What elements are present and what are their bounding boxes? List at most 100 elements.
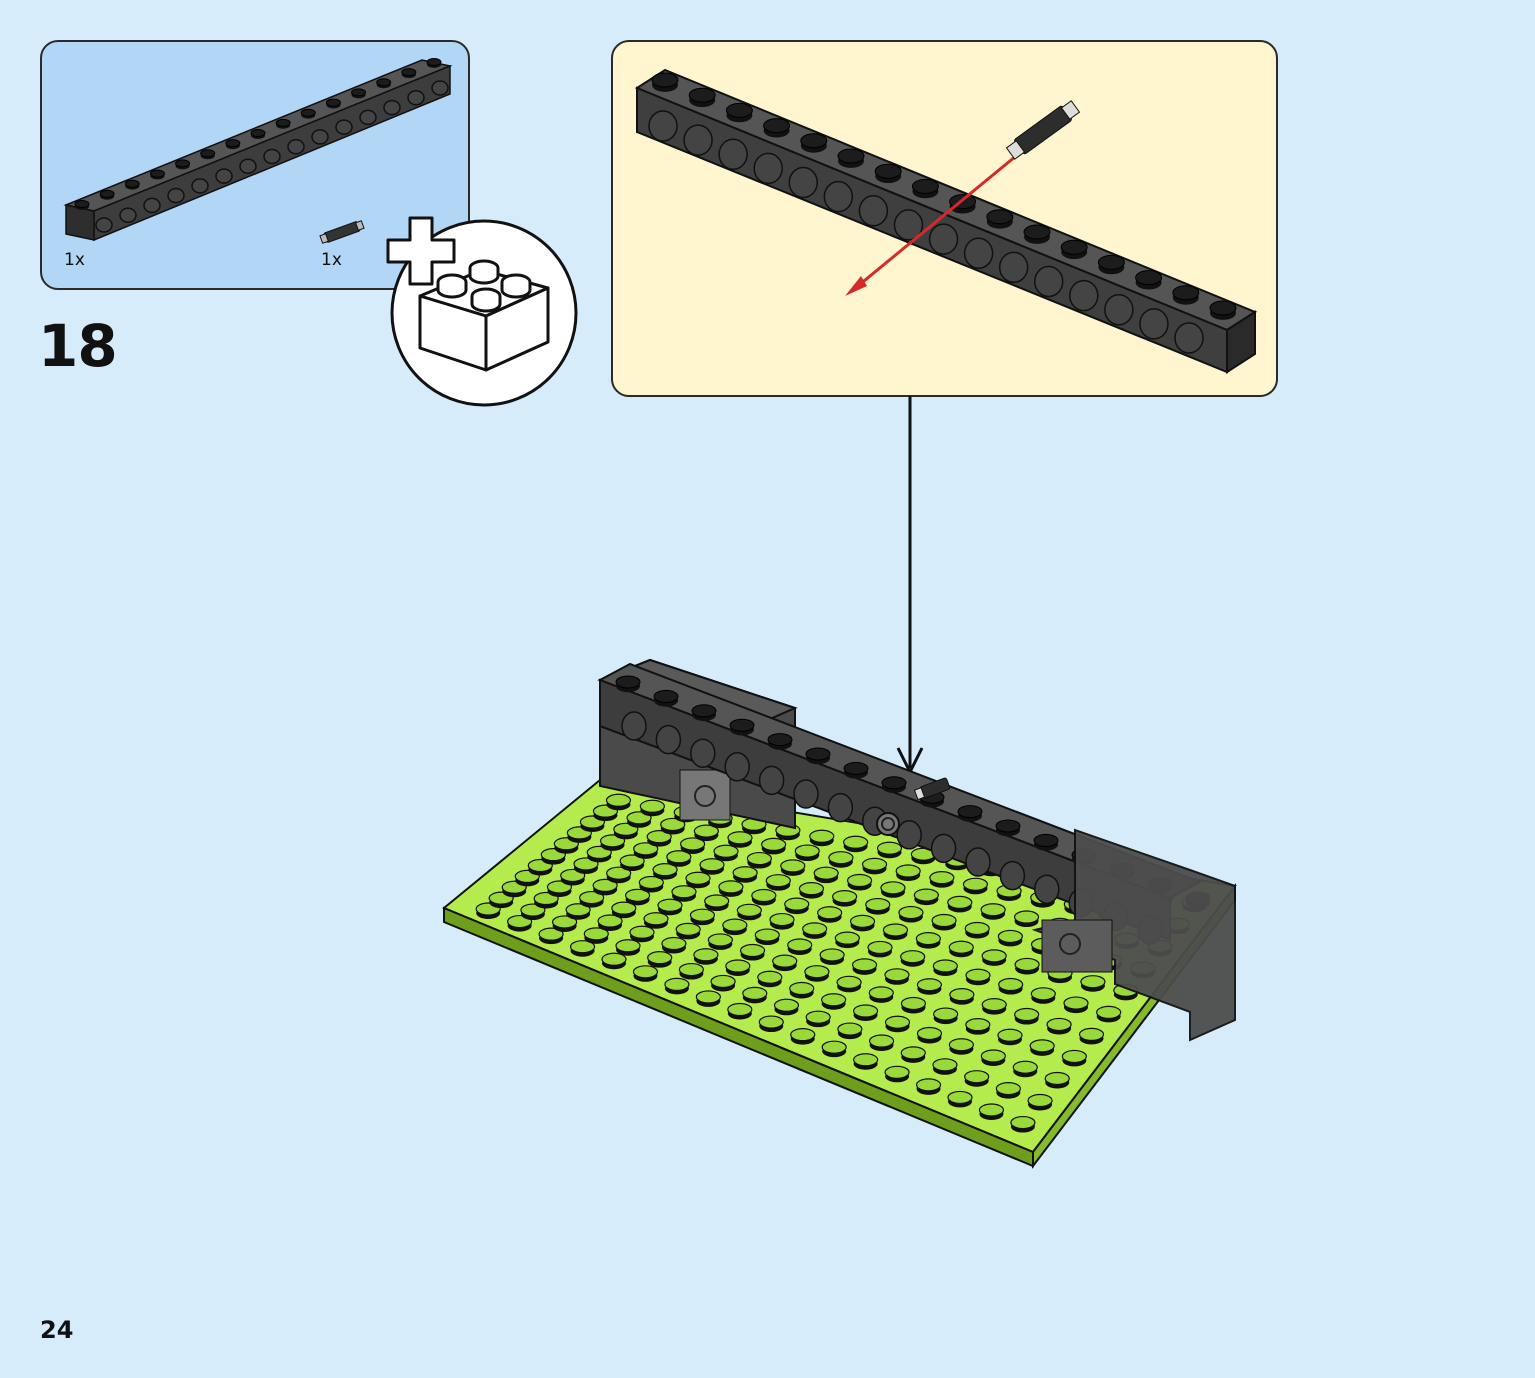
baseplate-stud	[773, 998, 800, 1012]
beam-stud	[426, 58, 442, 66]
beam-stud	[74, 200, 90, 208]
beam-hole	[930, 833, 957, 864]
beam-hole	[383, 99, 401, 116]
beam-stud	[800, 133, 828, 149]
baseplate-stud	[713, 844, 739, 858]
beam-stud	[401, 68, 417, 77]
beam-stud	[843, 761, 869, 775]
baseplate-stud	[579, 890, 605, 905]
baseplate-stud	[629, 925, 655, 939]
baseplate-stud	[784, 897, 810, 911]
baseplate-stud	[652, 863, 678, 877]
insertion-arrow-icon	[845, 140, 1034, 296]
beam-stud	[275, 118, 291, 127]
beam-stud	[351, 88, 367, 97]
baseplate-stud	[964, 921, 990, 936]
baseplate-stud	[980, 1049, 1006, 1063]
baseplate-stud	[981, 997, 1007, 1012]
add-brick-badge	[386, 216, 578, 407]
beam-stud	[300, 108, 316, 117]
parts-illustration	[63, 58, 453, 244]
installed-connector-pin	[913, 777, 951, 801]
right-brick-stack	[1031, 828, 1236, 1042]
baseplate-stud	[689, 908, 716, 922]
baseplate-stud	[757, 970, 783, 984]
beam-hole	[287, 138, 305, 155]
baseplate-stud	[633, 842, 659, 856]
baseplate-stud	[597, 914, 623, 928]
baseplate-stud	[1046, 1017, 1072, 1032]
beam-hole	[683, 124, 713, 156]
baseplate-stud	[789, 981, 815, 996]
baseplate-stud	[805, 1010, 831, 1024]
baseplate-stud	[754, 928, 780, 942]
baseplate-stud	[998, 977, 1024, 992]
beam-hole	[690, 738, 716, 768]
baseplate-stud	[565, 903, 591, 917]
parts-list-panel: 1x 1x	[40, 40, 470, 290]
beam-hole	[998, 251, 1029, 284]
baseplate-stud	[660, 817, 686, 832]
baseplate-stud	[695, 990, 721, 1004]
baseplate-stud	[880, 881, 906, 895]
baseplate-stud	[900, 950, 926, 964]
connector-pin-part-icon	[319, 220, 365, 244]
baseplate-stud	[569, 940, 596, 954]
beam-stud	[1135, 270, 1163, 286]
baseplate-stud	[884, 968, 910, 982]
beam-hole	[758, 765, 785, 796]
baseplate-stud	[981, 949, 1007, 963]
baseplate-stud	[962, 877, 989, 891]
baseplate-stud	[680, 837, 706, 851]
beam-hole	[788, 166, 819, 199]
baseplate-stud	[685, 871, 711, 885]
baseplate-stud	[821, 1040, 847, 1054]
baseplate-stud	[758, 1015, 784, 1029]
baseplate-stud	[772, 954, 798, 968]
baseplate-stud	[834, 931, 860, 945]
baseplate-stud	[718, 880, 744, 894]
beam-hole	[1033, 265, 1064, 298]
beam-hole	[167, 187, 185, 204]
beam-hole	[648, 110, 678, 142]
baseplate-stud	[832, 890, 858, 904]
beam-stud	[763, 118, 791, 134]
beam-hole	[407, 90, 425, 106]
beam-quantity: 1x	[64, 250, 85, 270]
beam-stud	[837, 148, 865, 164]
baseplate-stud	[765, 874, 791, 888]
beam-stud	[651, 72, 679, 88]
beam-hole	[793, 779, 819, 809]
baseplate-stud	[742, 986, 768, 1000]
baseplate-stud	[647, 951, 673, 965]
baseplate-stud	[843, 835, 869, 849]
beam-stud	[175, 159, 191, 168]
baseplate-stud	[1014, 1007, 1040, 1022]
beam-hole	[724, 752, 750, 782]
technic-beam-part-icon	[63, 58, 453, 242]
baseplate-stud	[615, 939, 641, 953]
baseplate-stud	[932, 959, 958, 973]
baseplate-stud	[804, 965, 830, 979]
baseplate-stud	[915, 1078, 942, 1092]
baseplate-stud	[1029, 1039, 1055, 1053]
baseplate-stud	[948, 1038, 974, 1052]
baseplate-stud	[710, 974, 736, 989]
baseplate-stud	[746, 851, 772, 866]
beam-stud	[881, 776, 907, 790]
baseplate-stud	[1044, 1071, 1070, 1086]
beam-hole	[191, 178, 209, 194]
baseplate-stud	[997, 1028, 1023, 1042]
baseplate-stud	[639, 799, 665, 813]
baseplate-stud	[851, 958, 878, 972]
baseplate-stud	[876, 841, 903, 855]
beam-hole	[655, 724, 682, 755]
beam-hole	[718, 138, 748, 171]
baseplate-stud	[606, 866, 632, 880]
beam-stud	[688, 87, 716, 103]
baseplate-stud	[693, 948, 719, 962]
baseplate-stud	[932, 1058, 958, 1072]
beam-hole	[1139, 308, 1169, 340]
beam-stud	[124, 179, 140, 188]
beam-hole	[359, 109, 377, 126]
